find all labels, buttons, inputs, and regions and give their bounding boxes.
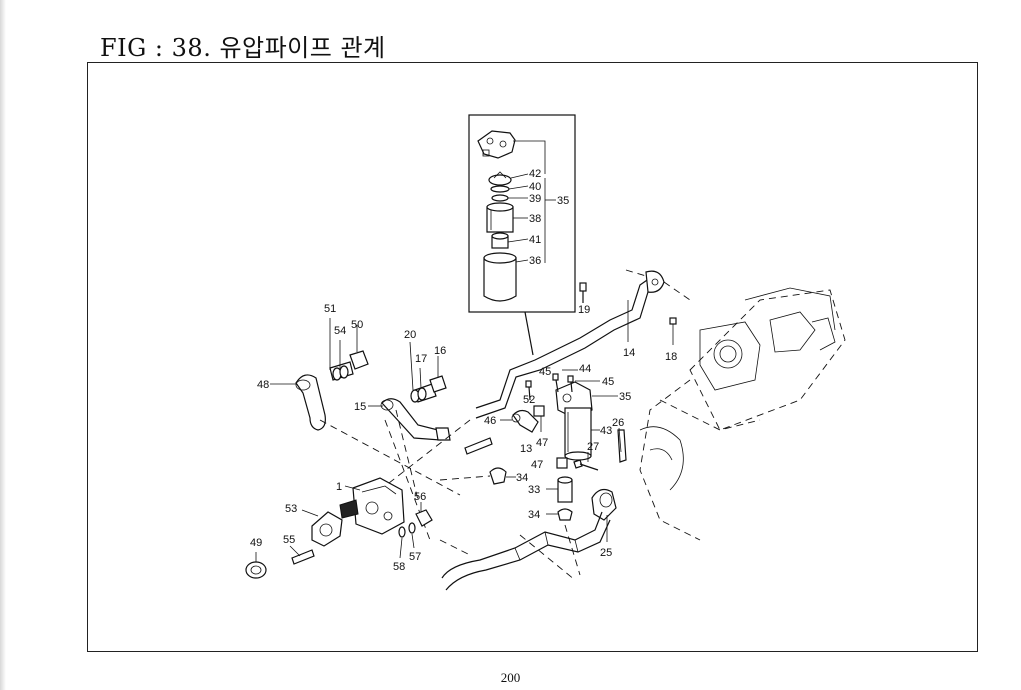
filter-inset (468, 114, 576, 313)
callout-33: 33 (528, 484, 540, 496)
inset-label-39: 39 (529, 193, 541, 205)
part-48-elbow (295, 374, 326, 431)
part-13-bolt (464, 437, 493, 455)
callout-1: 1 (336, 481, 342, 493)
inset-label-42: 42 (529, 168, 541, 180)
inset-pointer (524, 311, 534, 356)
inset-label-41: 41 (529, 234, 541, 246)
part-45-screw (567, 375, 574, 393)
part-19-bolt (579, 282, 587, 303)
part-50-bolt (329, 350, 369, 381)
callout-48: 48 (257, 379, 269, 391)
part-34-fitting-upper (489, 467, 507, 485)
engine-block-outline (639, 287, 846, 541)
callout-16: 16 (434, 345, 446, 357)
part-14-pipe (475, 270, 665, 419)
callout-26: 26 (612, 417, 624, 429)
callout-35: 35 (619, 391, 631, 403)
callout-58: 58 (393, 561, 405, 573)
filter-head-part (477, 130, 516, 159)
part-55-stud (291, 549, 315, 565)
callout-47-upper: 47 (536, 437, 548, 449)
inset-label-40: 40 (529, 181, 541, 193)
callout-18: 18 (665, 351, 677, 363)
part-25-hose-elbow (591, 488, 617, 521)
callout-54: 54 (334, 325, 346, 337)
callout-45-right: 45 (602, 376, 614, 388)
part-18-bolt (669, 317, 677, 345)
callout-15: 15 (354, 401, 366, 413)
callout-20: 20 (404, 329, 416, 341)
callout-27: 27 (587, 441, 599, 453)
part-47-nut-lower (556, 457, 568, 469)
part-36-case (483, 252, 517, 302)
callout-13: 13 (520, 443, 532, 455)
callout-19: 19 (578, 304, 590, 316)
callout-50: 50 (351, 319, 363, 331)
part-41-spacer (491, 232, 509, 249)
figure-title: FIG : 38. 유압파이프 관계 (100, 34, 386, 62)
part-44-screw (552, 373, 559, 393)
callout-17: 17 (415, 353, 427, 365)
callout-43: 43 (600, 425, 612, 437)
part-57-washer (408, 522, 416, 534)
part-49-seal-ring (245, 561, 267, 579)
part-47-nut-upper (533, 405, 545, 417)
page-edge-shadow (0, 0, 6, 690)
part-16-bolt (410, 375, 447, 403)
callout-14: 14 (623, 347, 635, 359)
callout-34-upper: 34 (516, 472, 528, 484)
inset-box (468, 114, 576, 313)
part-53-flange (311, 511, 343, 547)
inset-label-38: 38 (529, 213, 541, 225)
callout-34-lower: 34 (528, 509, 540, 521)
part-42-cap (488, 174, 512, 186)
callout-57: 57 (409, 551, 421, 563)
callout-44: 44 (579, 363, 591, 375)
callout-51: 51 (324, 303, 336, 315)
part-56-nut (415, 509, 433, 527)
callout-49: 49 (250, 537, 262, 549)
part-52-screw (525, 380, 532, 401)
part-34-fitting-lower (557, 508, 573, 521)
part-35-filter-assembly (555, 381, 593, 461)
part-33-connector (557, 476, 573, 503)
part-46-elbow (511, 409, 539, 433)
part-27-screw (573, 459, 599, 471)
part-40-ring (490, 185, 510, 193)
callout-56: 56 (414, 491, 426, 503)
part-58-washer (398, 526, 406, 538)
page-number: 200 (500, 670, 521, 685)
callout-53: 53 (285, 503, 297, 515)
callout-45-upper: 45 (539, 366, 551, 378)
inset-group-label-35: 35 (557, 195, 569, 207)
callout-55: 55 (283, 534, 295, 546)
callout-47-lower: 47 (531, 459, 543, 471)
part-39-washer (491, 194, 509, 202)
inset-label-36: 36 (529, 255, 541, 267)
callout-52: 52 (523, 394, 535, 406)
part-1-hydraulic-pump (339, 477, 405, 535)
diagram-frame (87, 62, 978, 652)
callout-46: 46 (484, 415, 496, 427)
part-38-element (486, 202, 514, 233)
suction-hose (441, 511, 611, 591)
callout-25: 25 (600, 547, 612, 559)
part-15-elbow-pipe (380, 398, 451, 441)
